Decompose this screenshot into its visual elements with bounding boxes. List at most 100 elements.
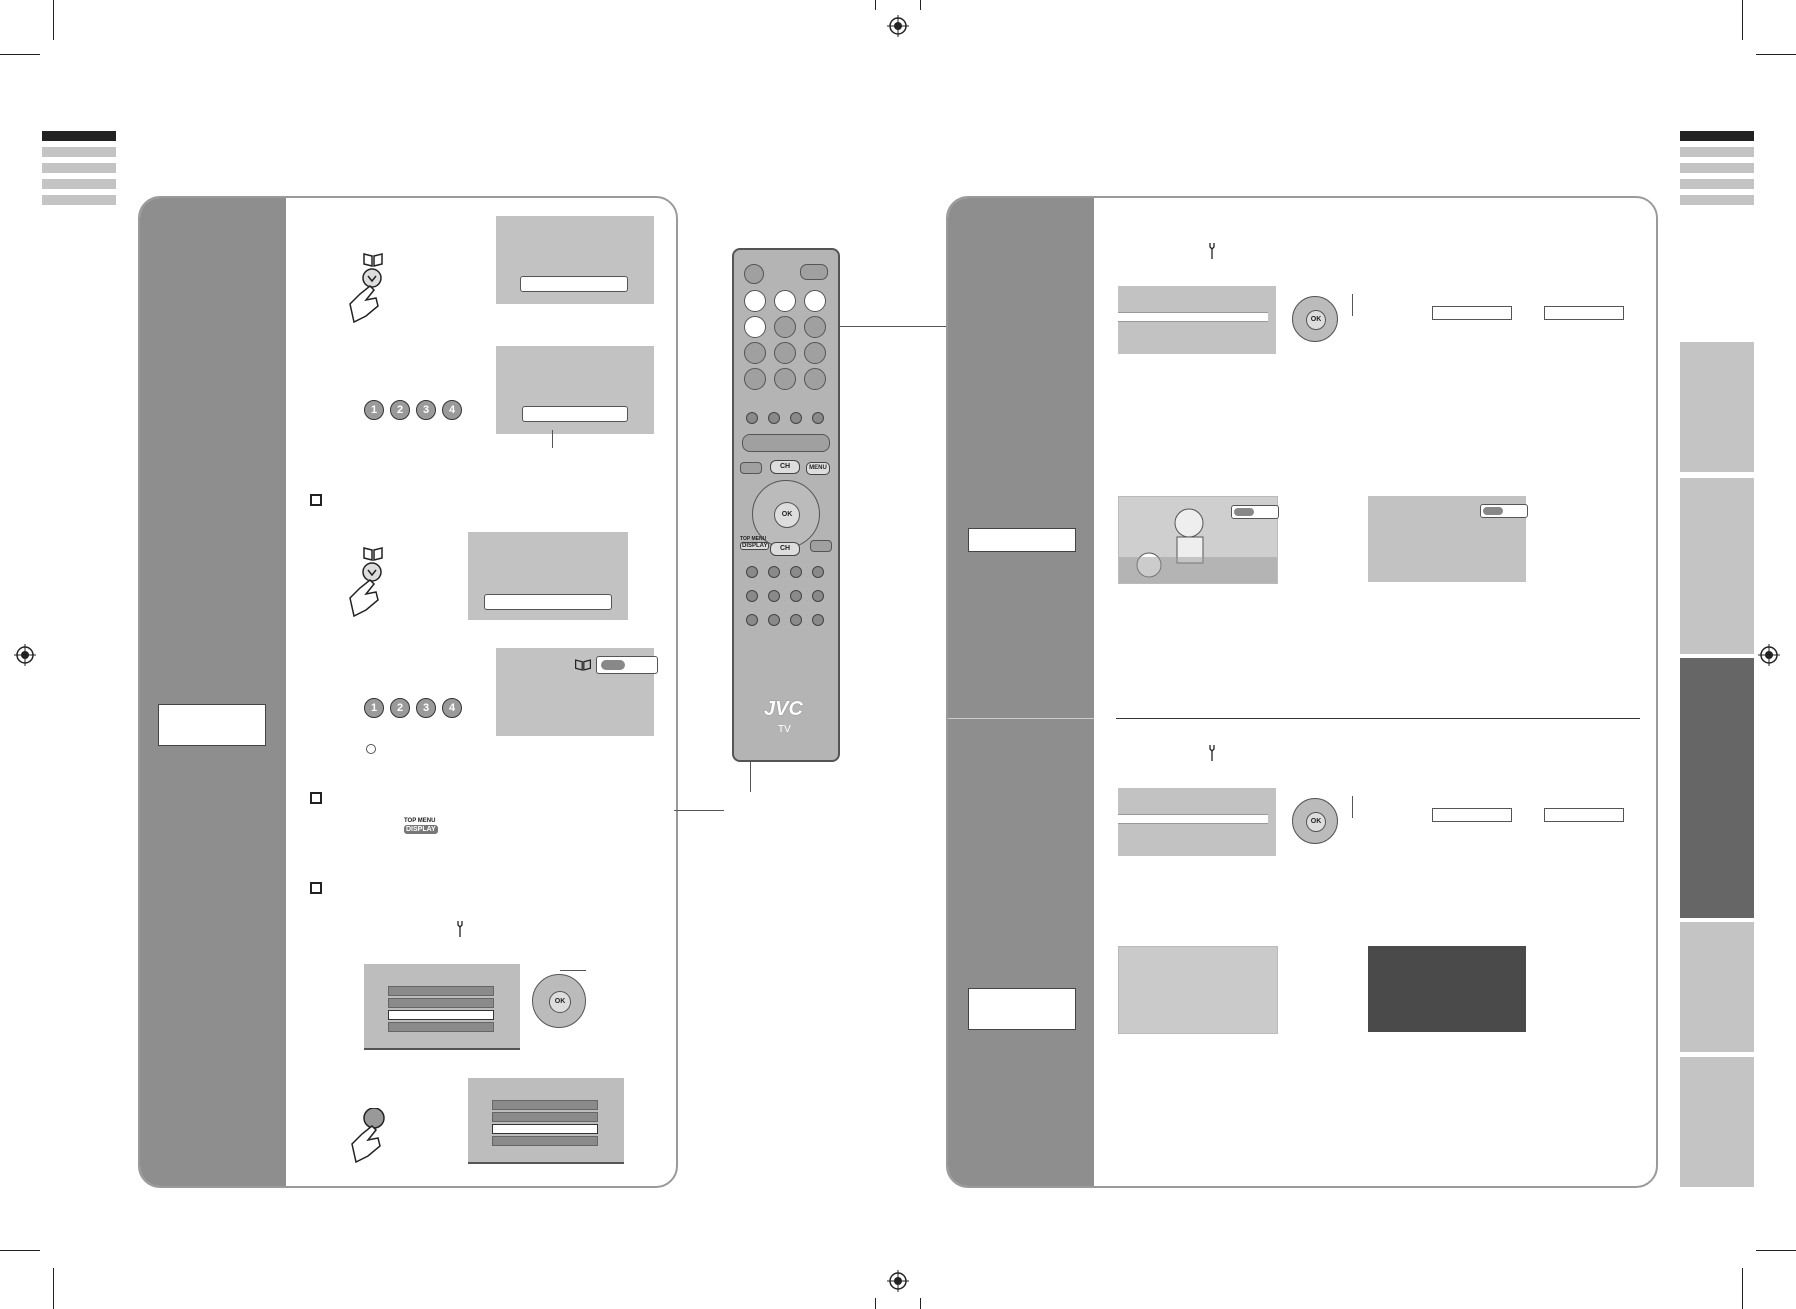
crop-mark [920,1298,921,1309]
menu-selector-row[interactable] [1118,814,1268,824]
number-button[interactable] [774,290,796,312]
small-button[interactable] [812,566,824,578]
small-button[interactable] [768,614,780,626]
number-button[interactable] [744,316,766,338]
connector-line [820,326,946,327]
dpad[interactable]: OK [532,974,586,1028]
hand-press-icon [351,1108,385,1164]
top-menu-label: TOP MENU [740,536,767,542]
small-button[interactable] [768,566,780,578]
tv-screen [496,216,654,304]
right-panel-label-box-1 [968,528,1076,552]
dark-screen [1368,946,1526,1032]
number-button[interactable] [744,368,766,390]
number-button[interactable]: 2 [390,698,410,718]
menu-row[interactable] [388,986,494,996]
tv-screen [1368,496,1528,582]
blank-button[interactable] [740,462,762,474]
menu-row-selected[interactable] [388,1010,494,1020]
number-button[interactable] [744,342,766,364]
small-button[interactable] [746,590,758,602]
option-box [1544,306,1624,320]
menu-row[interactable] [388,1022,494,1032]
menu-row[interactable] [388,998,494,1008]
crop-mark [53,1268,54,1309]
ch-down-button[interactable]: CH [770,542,800,556]
small-button[interactable] [790,412,802,424]
number-button[interactable] [804,368,826,390]
right-panel: OK OK [946,196,1658,1188]
small-circle [366,744,376,754]
top-menu-label: TOP MENU [404,818,436,824]
menu-row-selected[interactable] [492,1124,598,1134]
small-button[interactable] [790,590,802,602]
wrench-icon [1209,243,1215,259]
number-button[interactable] [804,290,826,312]
small-button[interactable] [746,566,758,578]
number-button[interactable]: 4 [442,698,462,718]
top-menu-display-button[interactable]: TOP MENU DISPLAY [740,536,770,550]
number-button[interactable] [774,368,796,390]
input-button[interactable] [800,264,828,280]
dpad[interactable]: OK [752,480,820,548]
option-box [1432,306,1512,320]
menu-button[interactable]: MENU [806,462,830,475]
menu-row[interactable] [492,1112,598,1122]
hand-press-icon [349,268,382,324]
small-button[interactable] [768,412,780,424]
number-button[interactable]: 3 [416,400,436,420]
small-button[interactable] [812,590,824,602]
ok-button[interactable]: OK [549,991,571,1013]
bullet-square [310,792,322,804]
menu-row[interactable] [492,1100,598,1110]
small-button[interactable] [746,614,758,626]
dpad[interactable]: OK [1292,798,1338,844]
tv-menu-screen [1118,788,1276,856]
section-tab[interactable] [1680,922,1754,1052]
number-button[interactable] [804,342,826,364]
number-button[interactable]: 4 [442,400,462,420]
connector-line [674,810,724,811]
hand-press-icon [349,562,382,618]
number-button[interactable] [774,342,796,364]
number-button[interactable] [804,316,826,338]
power-button[interactable] [744,264,764,284]
section-tab[interactable] [1680,342,1754,472]
number-button[interactable] [774,316,796,338]
menu-row[interactable] [492,1136,598,1146]
info-bar [484,594,612,610]
registration-mark-icon [887,15,909,37]
small-button[interactable] [768,590,780,602]
number-button[interactable] [744,290,766,312]
menu-screen [364,964,520,1050]
section-tab[interactable] [1680,1057,1754,1187]
small-button[interactable] [812,614,824,626]
ok-button[interactable]: OK [1306,812,1326,832]
menu-label: MENU [809,465,827,471]
volume-rocker[interactable] [742,434,830,452]
ch-up-button[interactable]: CH [770,460,800,474]
small-button[interactable] [812,412,824,424]
number-button[interactable]: 3 [416,698,436,718]
ok-button[interactable]: OK [774,502,800,528]
number-button[interactable]: 1 [364,698,384,718]
menu-selector-row[interactable] [1118,312,1268,322]
static-noise-image [1118,946,1278,1034]
info-bar [1231,505,1279,519]
section-tab-active[interactable] [1680,658,1754,918]
crop-mark [1742,1268,1743,1309]
blank-button[interactable] [810,540,832,552]
registration-mark-icon [887,1270,909,1292]
number-button[interactable]: 1 [364,400,384,420]
sidebar-divider [948,718,1094,719]
number-button[interactable]: 2 [390,400,410,420]
small-button[interactable] [746,412,758,424]
dpad[interactable]: OK [1292,296,1338,342]
small-button[interactable] [790,614,802,626]
callout-line [1352,294,1353,316]
small-button[interactable] [790,566,802,578]
info-bar [520,276,628,292]
ok-button[interactable]: OK [1306,310,1326,330]
section-tab[interactable] [1680,478,1754,654]
channel-bar [522,406,628,422]
